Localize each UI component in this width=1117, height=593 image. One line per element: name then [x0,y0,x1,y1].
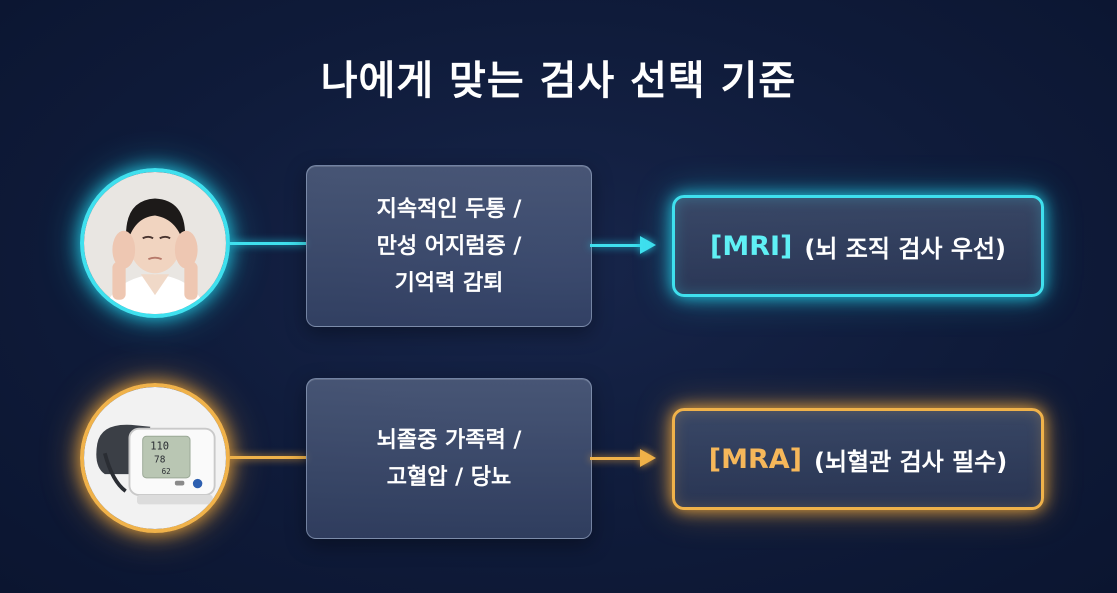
condition-box-mra: 뇌졸중 가족력 / 고혈압 / 당뇨 [306,378,592,539]
blood-pressure-monitor-illustration: 110 78 62 [84,387,226,529]
blood-pressure-monitor-image: 110 78 62 [80,383,230,533]
result-box-mra: [MRA] (뇌혈관 검사 필수) [672,408,1044,510]
connector-line-mri-right [590,244,640,247]
arrow-right-icon [640,449,656,467]
headache-woman-image [80,168,230,318]
condition-box-mri: 지속적인 두통 / 만성 어지럼증 / 기억력 감퇴 [306,165,592,327]
condition-line: 기억력 감퇴 [394,270,504,296]
connector-line-mri-left [230,242,306,245]
condition-line: 만성 어지럼증 / [376,233,522,259]
result-box-mri: [MRI] (뇌 조직 검사 우선) [672,195,1044,297]
result-text-mri: (뇌 조직 검사 우선) [804,234,1006,263]
connector-line-mra-right [590,457,640,460]
condition-line: 뇌졸중 가족력 / [376,427,522,453]
svg-text:110: 110 [150,440,169,452]
arrow-right-icon [640,236,656,254]
condition-line: 지속적인 두통 / [376,196,522,222]
svg-text:62: 62 [162,467,171,476]
condition-line: 고혈압 / 당뇨 [386,464,512,490]
connector-line-mra-left [230,456,306,459]
result-text-mra: (뇌혈관 검사 필수) [814,447,1008,476]
svg-text:78: 78 [154,455,166,466]
woman-holding-head-illustration [84,172,226,314]
page-title: 나에게 맞는 검사 선택 기준 [320,58,797,104]
result-tag-mra: [MRA] [708,443,802,475]
result-tag-mri: [MRI] [710,230,793,262]
